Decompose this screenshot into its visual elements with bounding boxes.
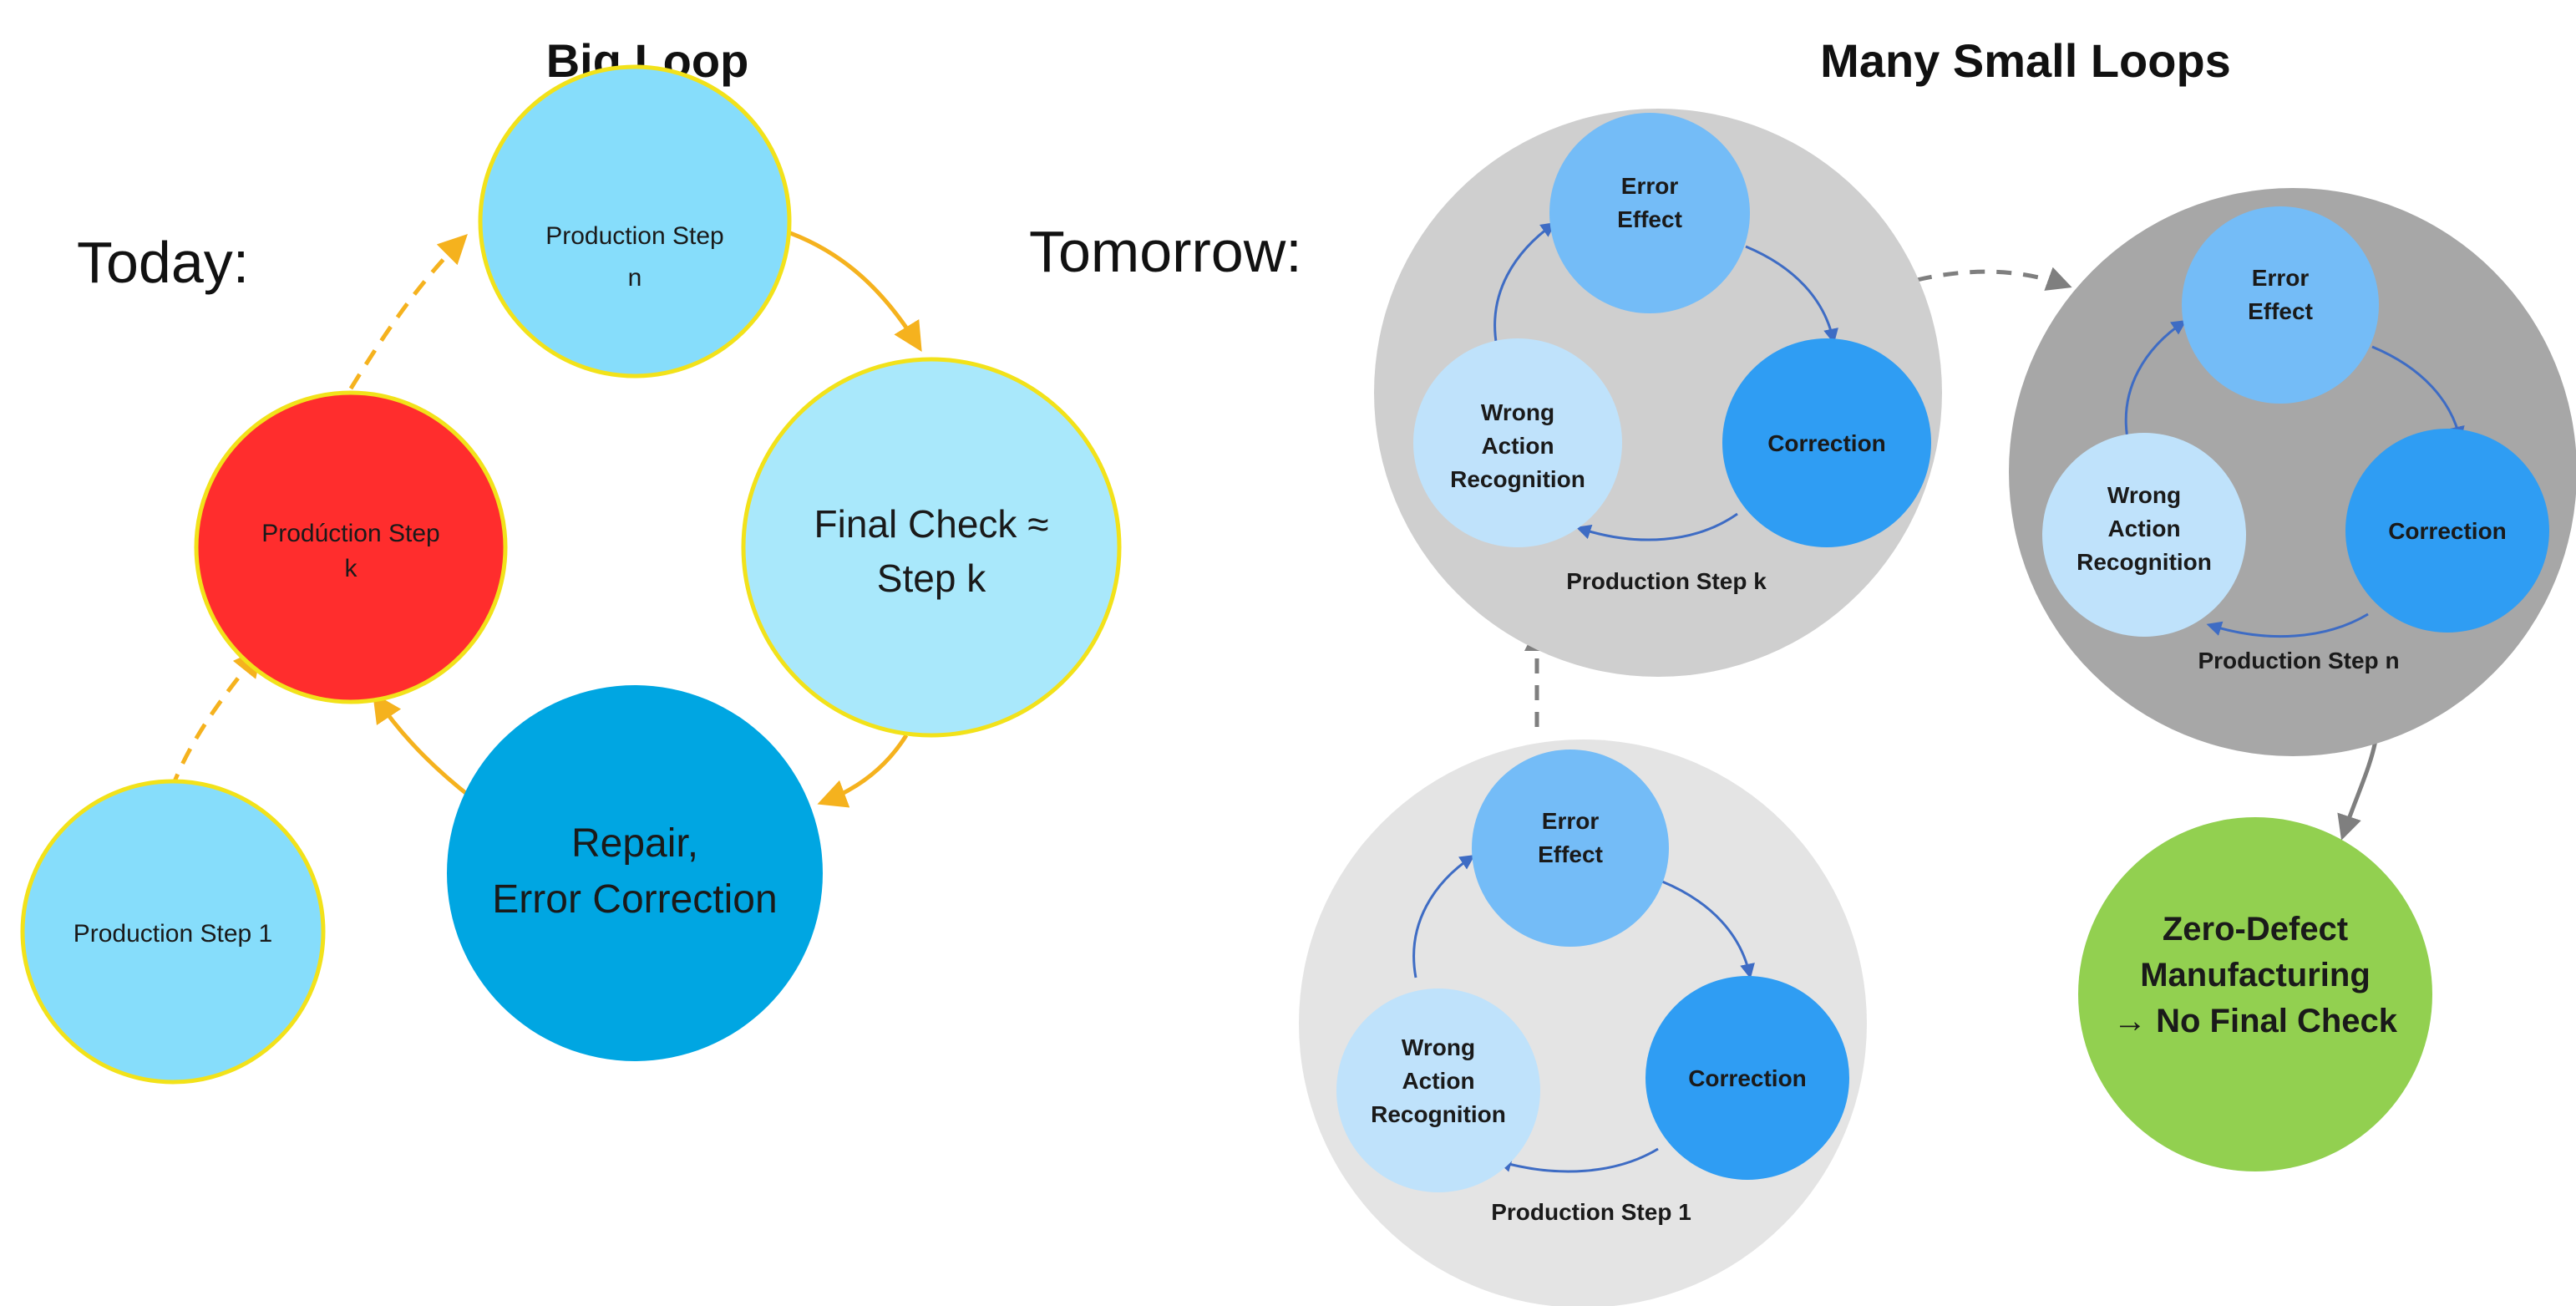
loop-1-arrow-correction-to-wrong	[1496, 1147, 1659, 1173]
svg-text:Production Step 1: Production Step 1	[74, 920, 273, 948]
loop-1-caption: Production Step 1	[1491, 1199, 1691, 1225]
svg-text:Correction: Correction	[1688, 1065, 1807, 1091]
arrow-repair-to-stepk	[373, 693, 474, 800]
svg-text:Manufacturing: Manufacturing	[2140, 957, 2371, 993]
node-production-step-n: Production Step n	[478, 64, 792, 379]
arrow-stepn-to-zero-defect	[2337, 734, 2379, 841]
svg-text:Prodúction Step: Prodúction Step	[261, 520, 439, 547]
loop-1-wrong-action-recognition: Wrong Action Recognition	[1336, 988, 1540, 1192]
svg-text:Effect: Effect	[1617, 206, 1682, 232]
arrow-stepn-to-finalcheck	[780, 227, 922, 352]
big-loop-arrows	[169, 227, 922, 808]
svg-text:Step k: Step k	[877, 556, 986, 600]
small-loops-connectors	[1524, 267, 2379, 841]
svg-text:Recognition: Recognition	[2077, 549, 2212, 575]
loop-production-step-n: Error Effect Correction Wrong Action Rec…	[2009, 188, 2576, 756]
svg-text:Correction: Correction	[1767, 430, 1886, 456]
svg-text:Recognition: Recognition	[1371, 1101, 1506, 1127]
loop-n-caption: Production Step n	[2198, 648, 2399, 673]
svg-text:Correction: Correction	[2388, 518, 2507, 544]
loop-n-arrow-wrong-to-effect	[2124, 320, 2187, 444]
svg-text:Repair,: Repair,	[571, 821, 698, 866]
svg-text:Wrong: Wrong	[1402, 1034, 1475, 1060]
svg-text:Error: Error	[1621, 173, 1679, 199]
svg-text:Action: Action	[1481, 433, 1554, 459]
node-zero-defect-manufacturing: Zero-Defect Manufacturing → No Final Che…	[2078, 817, 2432, 1171]
node-final-check: Final Check ≈ Step k	[741, 357, 1122, 738]
loop-k-wrong-action-recognition: Wrong Action Recognition	[1413, 338, 1622, 547]
today-label: Today:	[77, 230, 249, 295]
svg-text:Production Step: Production Step	[545, 222, 723, 250]
loop-k-arrow-wrong-to-effect	[1493, 221, 1556, 348]
loop-n-error-effect: Error Effect	[2182, 206, 2379, 404]
svg-text:k: k	[345, 555, 358, 582]
svg-text:Final Check ≈: Final Check ≈	[814, 502, 1049, 546]
tomorrow-label: Tomorrow:	[1029, 219, 1302, 284]
loop-n-correction: Correction	[2345, 429, 2549, 633]
svg-text:Action: Action	[2107, 516, 2180, 541]
svg-text:Action: Action	[1402, 1068, 1474, 1094]
loop-production-step-1: Error Effect Correction Wrong Action Rec…	[1299, 739, 1867, 1306]
loop-1-arrow-wrong-to-effect	[1412, 855, 1475, 978]
loop-k-arrow-correction-to-wrong	[1575, 512, 1738, 541]
svg-text:Wrong: Wrong	[2107, 482, 2181, 508]
svg-text:Error: Error	[2252, 265, 2310, 291]
svg-text:Error: Error	[1542, 808, 1600, 834]
node-repair-error-correction: Repair, Error Correction	[447, 685, 823, 1061]
loop-k-error-effect: Error Effect	[1549, 113, 1750, 313]
dashed-arrow-step1-to-stepk	[169, 647, 263, 790]
svg-text:n: n	[628, 264, 642, 292]
svg-text:Error Correction: Error Correction	[492, 877, 777, 922]
dashed-arrow-stepk-to-stepn	[1916, 267, 2072, 291]
svg-text:→ No Final Check: → No Final Check	[2113, 1003, 2398, 1039]
loop-production-step-k: Error Effect Correction Wrong Action Rec…	[1374, 109, 1942, 677]
loop-1-arrow-effect-to-correction	[1661, 880, 1755, 979]
loop-1-correction: Correction	[1645, 976, 1849, 1180]
many-small-loops-title: Many Small Loops	[1820, 34, 2231, 87]
loop-n-arrow-effect-to-correction	[2371, 345, 2465, 442]
dashed-arrow-stepk-to-stepn	[348, 234, 468, 390]
svg-text:Zero-Defect: Zero-Defect	[2163, 911, 2348, 948]
svg-text:Recognition: Recognition	[1450, 466, 1585, 492]
svg-text:Effect: Effect	[1538, 841, 1603, 867]
arrow-finalcheck-to-repair	[817, 734, 909, 808]
loop-n-arrow-correction-to-wrong	[2206, 612, 2369, 638]
svg-text:Wrong: Wrong	[1481, 399, 1554, 425]
node-production-step-k: Prodúction Step k	[194, 390, 508, 704]
loop-k-caption: Production Step k	[1566, 568, 1767, 594]
svg-text:Effect: Effect	[2248, 298, 2313, 324]
loop-1-error-effect: Error Effect	[1472, 750, 1669, 947]
loop-k-correction: Correction	[1722, 338, 1931, 547]
node-production-step-1: Production Step 1	[20, 779, 326, 1085]
loop-k-arrow-effect-to-correction	[1745, 245, 1838, 344]
loop-n-wrong-action-recognition: Wrong Action Recognition	[2042, 433, 2246, 637]
